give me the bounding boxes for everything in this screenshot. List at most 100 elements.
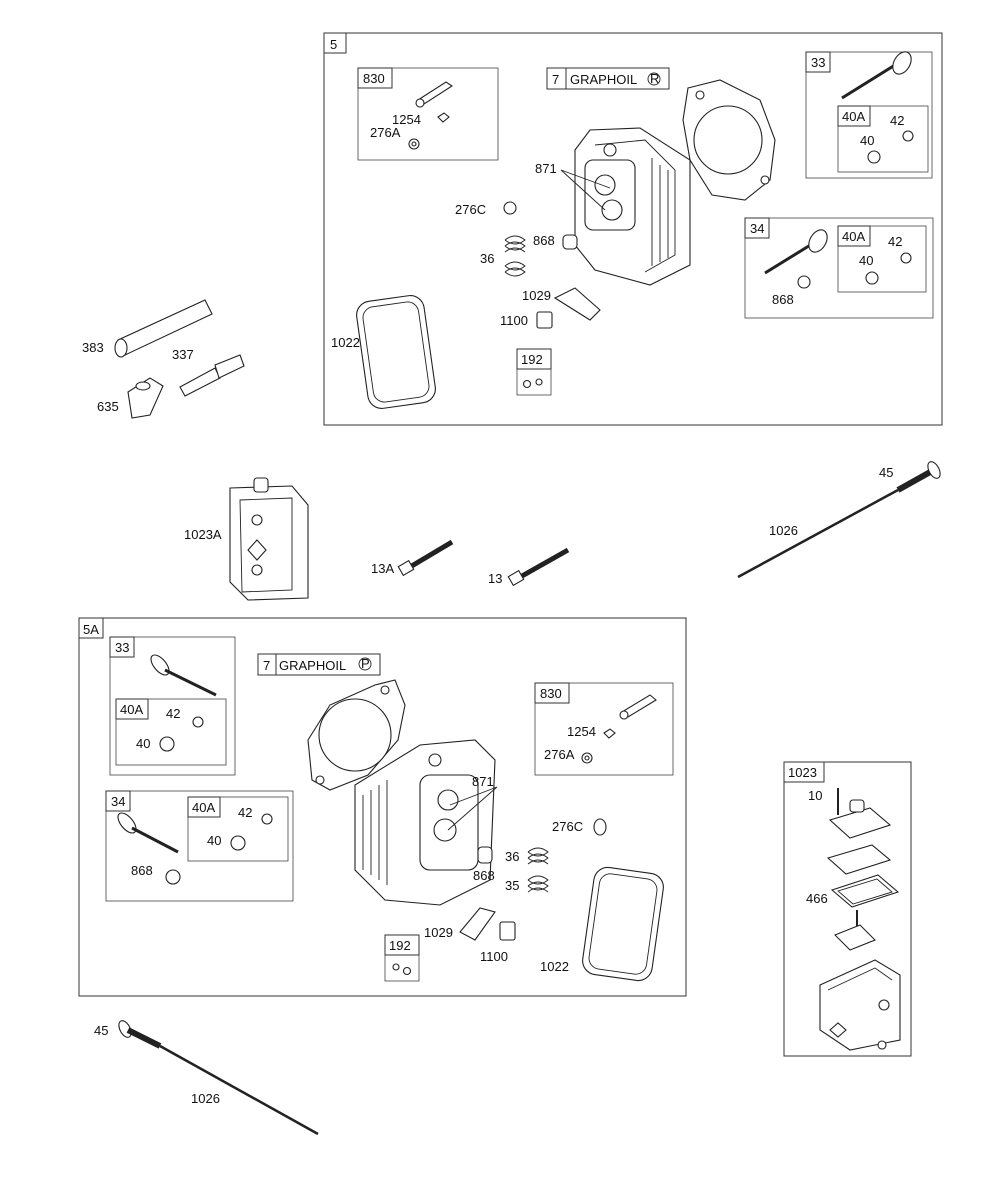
valve-seal-icon: [562, 234, 578, 250]
label-868-5a: 868: [473, 868, 495, 883]
screw-5a-icon: [392, 963, 400, 971]
label-42: 42: [890, 113, 904, 128]
label-1100: 1100: [500, 313, 528, 328]
nut-5a-icon: [402, 966, 412, 976]
label-1029: 1029: [522, 288, 551, 303]
exhaust-valve-icon: [764, 229, 828, 275]
rocker-arm-5a-icon: [459, 907, 496, 941]
kit-33a-box: [109, 636, 236, 776]
kit-830-title: 830: [363, 71, 385, 86]
group-1023-title: 1023: [788, 765, 817, 780]
breather-tube-5a-icon: [581, 694, 657, 764]
breather-tube-icon: [408, 81, 454, 150]
graphoil-5a-num: 7: [263, 658, 270, 673]
bolt-13a-icon: [397, 539, 454, 577]
label-276a: 276A: [370, 125, 401, 140]
kit-33-title: 33: [811, 55, 825, 70]
kit-830a-title: 830: [540, 686, 562, 701]
intake-valve-icon: [841, 51, 912, 100]
bolt-13-icon: [507, 547, 570, 587]
label-276c-5a: 276C: [552, 819, 583, 834]
group-5a-title: 5A: [83, 622, 99, 637]
group-5: 5 830 1254 276A 7 GRAPHOIL R: [323, 32, 943, 426]
label-1026-top: 1026: [769, 523, 798, 538]
label-1022: 1022: [331, 335, 360, 350]
label-13: 13: [488, 571, 502, 586]
graphoil-5a-mark: P: [361, 656, 370, 671]
label-1029-5a: 1029: [424, 925, 453, 940]
label-45-top: 45: [879, 465, 893, 480]
kit-34-title: 34: [750, 221, 764, 236]
valve-seal-5a-icon: [477, 846, 493, 864]
rocker-arm-icon: [553, 287, 601, 321]
kit-34a-box: [105, 790, 294, 902]
group-5-frame: [323, 32, 943, 426]
group-5-title: 5: [330, 37, 337, 52]
label-10: 10: [808, 788, 822, 803]
label-276c: 276C: [455, 202, 486, 217]
group-1023-frame: [783, 761, 912, 1057]
label-871-5a: 871: [472, 774, 494, 789]
graphoil-mark: R: [650, 71, 659, 86]
breather-cover-icon: [828, 799, 892, 839]
graphoil-num: 7: [552, 72, 559, 87]
kit-33a-sub-title: 40A: [120, 702, 143, 717]
graphoil-label: GRAPHOIL: [570, 72, 637, 87]
washer-icon: [503, 201, 517, 215]
head-gasket-icon: [682, 79, 776, 201]
group-1023: 1023 10 466: [783, 761, 912, 1057]
label-1254-5a: 1254: [567, 724, 596, 739]
kit-830a-box: [534, 682, 674, 776]
kit-34-box: [744, 217, 934, 319]
kit-34-sub-title: 40A: [842, 229, 865, 244]
label-40: 40: [860, 133, 874, 148]
graphoil-box: [546, 67, 670, 90]
label-42-5a: 42: [166, 706, 180, 721]
kit-34a-sub-title: 40A: [192, 800, 215, 815]
label-276a-5a: 276A: [544, 747, 575, 762]
label-1023a: 1023A: [184, 527, 222, 542]
valve-cover-gasket-5a-icon: [582, 866, 664, 982]
kit-33-box: [805, 51, 933, 179]
washer-5a-icon: [593, 818, 607, 836]
kit-830-box: [357, 67, 499, 161]
label-13a: 13A: [371, 561, 394, 576]
label-45-bottom: 45: [94, 1023, 108, 1038]
label-40-5a: 40: [136, 736, 150, 751]
kit-192a-title: 192: [389, 938, 411, 953]
kit-192-title: 192: [521, 352, 543, 367]
valve-spring-icon: [504, 235, 526, 277]
label-1254: 1254: [392, 112, 421, 127]
label-1026-bottom: 1026: [191, 1091, 220, 1106]
breather-gasket-icon: [830, 874, 900, 908]
label-466: 466: [806, 891, 828, 906]
label-40-kit34a: 40: [207, 833, 221, 848]
label-635: 635: [97, 399, 119, 414]
label-868-kit34a: 868: [131, 863, 153, 878]
label-337: 337: [172, 347, 194, 362]
screw-icon: [535, 378, 543, 386]
label-868-kit34: 868: [772, 292, 794, 307]
rocker-ball-5a-icon: [499, 921, 516, 941]
valve-cover-1023a-icon: [229, 477, 309, 601]
graphoil-5a-label: GRAPHOIL: [279, 658, 346, 673]
valve-spring-35-icon: [527, 875, 549, 893]
label-1022-5a: 1022: [540, 959, 569, 974]
label-383: 383: [82, 340, 104, 355]
label-1100-5a: 1100: [480, 949, 508, 964]
push-rod-top-icon: [737, 461, 941, 579]
label-42-kit34a: 42: [238, 805, 252, 820]
label-35-5a: 35: [505, 878, 519, 893]
cylinder-head-5a-icon: [354, 739, 496, 906]
label-868: 868: [533, 233, 555, 248]
group-5a-frame: [78, 617, 687, 997]
cylinder-head-icon: [574, 127, 691, 286]
label-42-kit34: 42: [888, 234, 902, 249]
nut-icon: [522, 379, 532, 389]
valve-cover-1023-icon: [819, 959, 901, 1051]
label-36-5a: 36: [505, 849, 519, 864]
head-gasket-5a-icon: [307, 679, 406, 791]
breather-valve-icon: [834, 924, 876, 951]
kit-33-sub-title: 40A: [842, 109, 865, 124]
push-rod-bottom-icon: [118, 1020, 319, 1136]
